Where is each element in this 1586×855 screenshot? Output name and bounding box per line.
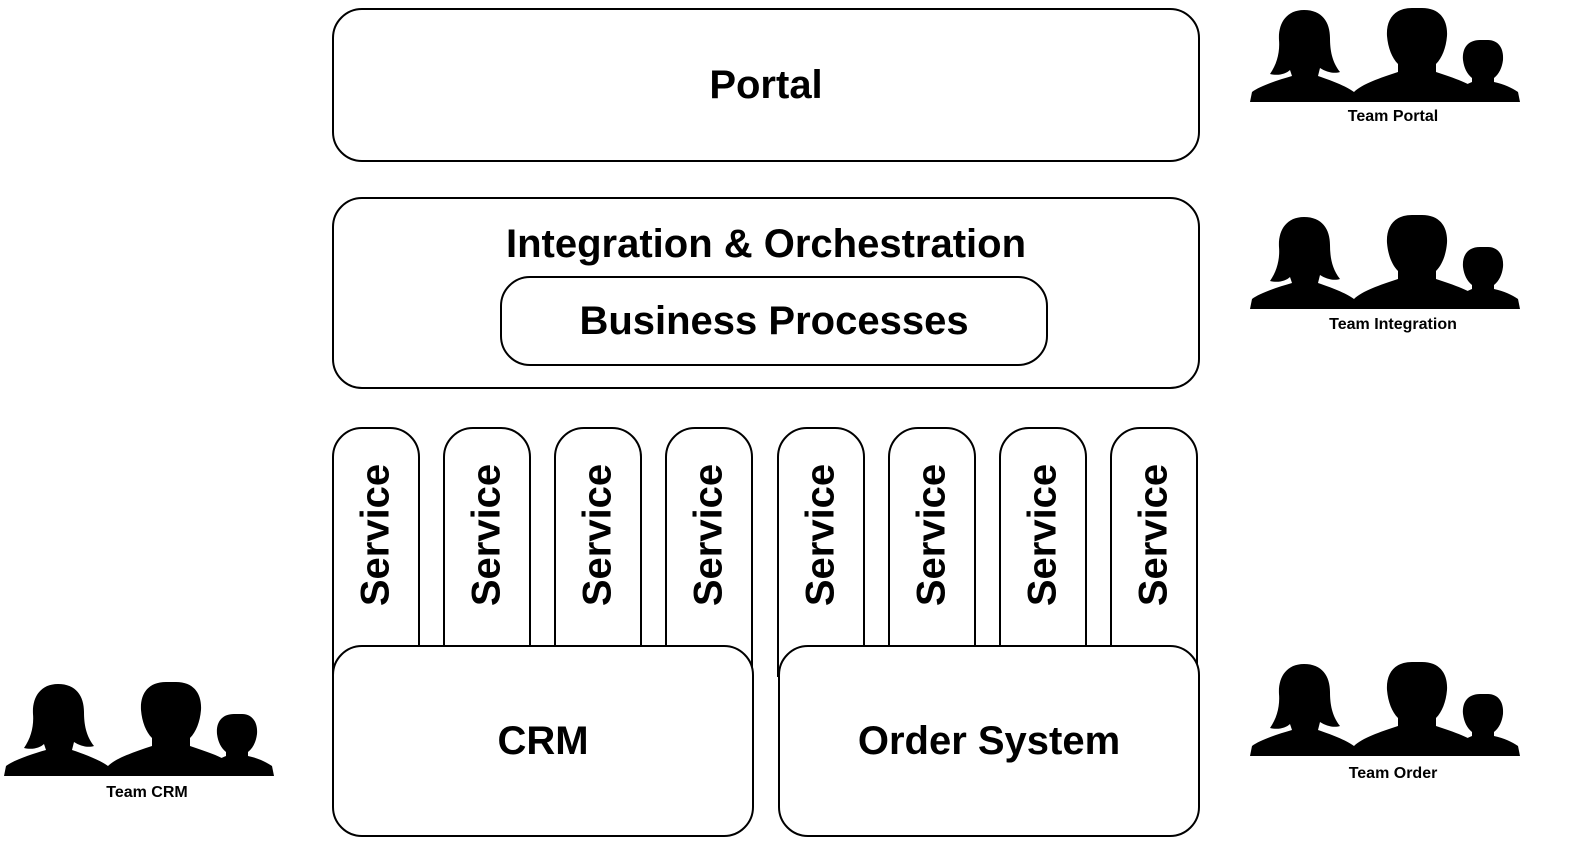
service-box: Service [443, 427, 531, 677]
business-processes-label: Business Processes [579, 298, 969, 343]
team-crm-group [2, 680, 276, 778]
team-integration-group [1248, 213, 1522, 311]
service-box: Service [999, 427, 1087, 677]
people-group-icon [1250, 8, 1520, 102]
order-system-label: Order System [857, 718, 1121, 763]
team-portal-group [1248, 6, 1522, 104]
service-label: Service [353, 463, 398, 607]
portal-label: Portal [709, 62, 823, 107]
people-group-icon [1250, 215, 1520, 309]
service-label: Service [464, 463, 509, 607]
integration-label: Integration & Orchestration [505, 221, 1027, 266]
service-box: Service [1110, 427, 1198, 677]
service-box: Service [888, 427, 976, 677]
people-group-icon [1250, 662, 1520, 756]
service-box: Service [777, 427, 865, 677]
service-box: Service [332, 427, 420, 677]
portal-box: Portal [332, 8, 1200, 162]
business-processes-box: Business Processes [500, 276, 1048, 366]
service-label: Service [909, 463, 954, 607]
integration-box: Integration & Orchestration Business Pro… [332, 197, 1200, 389]
service-label: Service [1020, 463, 1065, 607]
team-order-group [1248, 660, 1522, 758]
service-label: Service [798, 463, 843, 607]
people-group-icon [4, 682, 274, 776]
crm-box: CRM [332, 645, 754, 837]
team-crm-label: Team CRM [106, 784, 188, 801]
team-order-label: Team Order [1348, 765, 1438, 782]
service-box: Service [554, 427, 642, 677]
service-label: Service [1131, 463, 1176, 607]
service-label: Service [686, 463, 731, 607]
service-box: Service [665, 427, 753, 677]
team-integration-label: Team Integration [1329, 316, 1457, 333]
crm-label: CRM [497, 718, 589, 763]
team-portal-label: Team Portal [1347, 108, 1439, 125]
service-label: Service [575, 463, 620, 607]
order-system-box: Order System [778, 645, 1200, 837]
